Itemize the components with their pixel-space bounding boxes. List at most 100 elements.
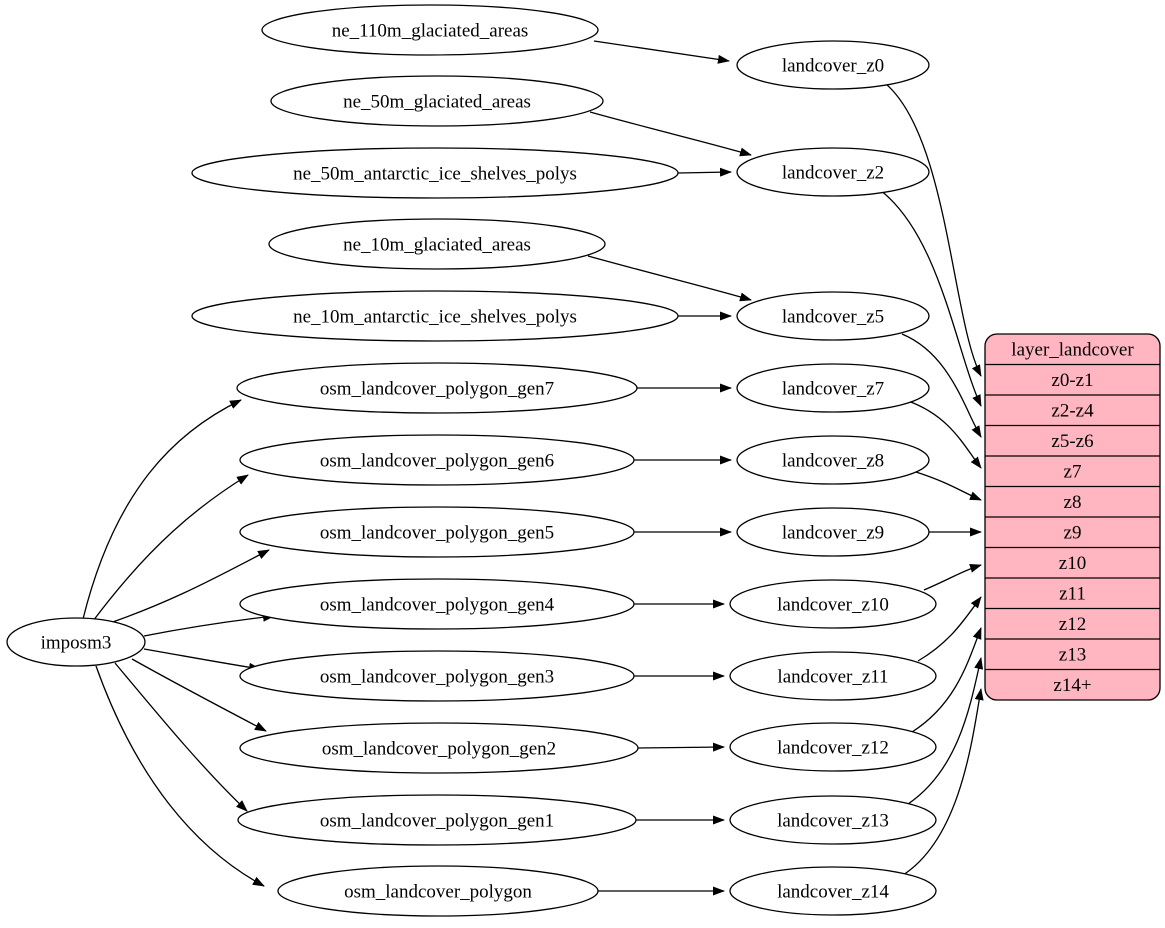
edge-landcover_z2--row-z2-z4: [879, 189, 982, 407]
node-ellipse-osm_landcover_polygon_gen2: [239, 722, 639, 774]
node-landcover_z5: landcover_z5: [736, 291, 930, 341]
node-ellipse-osm_landcover_polygon_gen7: [236, 362, 638, 414]
node-ellipse-landcover_z11: [729, 651, 937, 701]
edge-ne_110m_glaciated_areas--landcover_z0: [593, 40, 730, 64]
node-label-landcover_z13: landcover_z13: [777, 810, 889, 831]
edge-landcover_z10--row-z10: [923, 564, 982, 591]
edge-ne_50m_glaciated_areas--landcover_z2: [589, 111, 752, 157]
node-landcover_z9: landcover_z9: [736, 507, 930, 557]
record-row-z7: z7: [1064, 462, 1082, 483]
node-ellipse-osm_landcover_polygon_gen1: [237, 794, 637, 846]
edge-imposm3--osm_landcover_polygon_gen7: [82, 399, 242, 620]
record-row-z11: z11: [1059, 584, 1086, 605]
node-landcover_z2: landcover_z2: [736, 147, 930, 197]
node-label-osm_landcover_polygon_gen4: osm_landcover_polygon_gen4: [320, 594, 555, 615]
node-ne_50m_glaciated_areas: ne_50m_glaciated_areas: [270, 75, 604, 127]
node-label-landcover_z10: landcover_z10: [777, 594, 889, 615]
record-row-z0-z1: z0-z1: [1051, 370, 1093, 391]
edge-imposm3--osm_landcover_polygon_gen4: [143, 612, 275, 637]
node-ellipse-ne_10m_antarctic_ice_shelves_polys: [191, 290, 679, 342]
node-osm_landcover_polygon_gen7: osm_landcover_polygon_gen7: [236, 362, 638, 414]
node-ellipse-ne_110m_glaciated_areas: [261, 4, 599, 56]
node-ne_50m_antarctic_ice_shelves_polys: ne_50m_antarctic_ice_shelves_polys: [191, 147, 679, 199]
node-ellipse-ne_50m_glaciated_areas: [270, 75, 604, 127]
node-osm_landcover_polygon_gen5: osm_landcover_polygon_gen5: [239, 506, 635, 558]
edge-landcover_z8--row-z8: [915, 471, 982, 501]
record-title: layer_landcover: [1011, 340, 1134, 361]
record-row-z2-z4: z2-z4: [1051, 401, 1094, 422]
edge-imposm3--osm_landcover_polygon_gen3: [143, 648, 261, 672]
node-label-landcover_z2: landcover_z2: [782, 162, 884, 183]
node-ellipse-landcover_z12: [729, 722, 937, 772]
node-landcover_z8: landcover_z8: [736, 435, 930, 485]
edge-imposm3--osm_landcover_polygon_gen1: [114, 662, 248, 812]
node-label-ne_50m_antarctic_ice_shelves_polys: ne_50m_antarctic_ice_shelves_polys: [293, 163, 577, 184]
node-label-landcover_z12: landcover_z12: [777, 737, 889, 758]
edge-landcover_z14--row-z14+: [902, 688, 984, 876]
node-label-osm_landcover_polygon_gen6: osm_landcover_polygon_gen6: [320, 450, 554, 471]
node-osm_landcover_polygon: osm_landcover_polygon: [277, 865, 599, 917]
edge-osm_landcover_polygon_gen2--landcover_z12: [637, 742, 725, 752]
node-label-ne_110m_glaciated_areas: ne_110m_glaciated_areas: [332, 20, 529, 41]
node-ellipse-landcover_z5: [736, 291, 930, 341]
node-ellipse-imposm3: [6, 617, 146, 667]
node-landcover_z13: landcover_z13: [729, 795, 937, 845]
record-row-z8: z8: [1064, 492, 1082, 513]
node-label-landcover_z9: landcover_z9: [782, 522, 884, 543]
edge-imposm3--osm_landcover_polygon: [95, 665, 265, 887]
node-label-osm_landcover_polygon_gen5: osm_landcover_polygon_gen5: [320, 522, 554, 543]
node-landcover_z0: landcover_z0: [736, 40, 930, 90]
record-row-z5-z6: z5-z6: [1051, 431, 1093, 452]
edge-landcover_z5--row-z5-z6: [901, 333, 982, 438]
edge-ne_10m_glaciated_areas--landcover_z5: [587, 255, 752, 302]
node-label-landcover_z5: landcover_z5: [782, 306, 884, 327]
edge-landcover_z0--row-z0-z1: [885, 83, 982, 377]
node-ellipse-landcover_z10: [729, 579, 937, 629]
record-row-z14+: z14+: [1053, 675, 1091, 696]
node-ellipse-osm_landcover_polygon_gen5: [239, 506, 635, 558]
edge-landcover_z7--row-z7: [907, 400, 982, 469]
node-landcover_z7: landcover_z7: [736, 363, 930, 413]
node-label-landcover_z14: landcover_z14: [777, 881, 889, 902]
node-label-osm_landcover_polygon_gen7: osm_landcover_polygon_gen7: [320, 378, 554, 399]
node-label-ne_10m_antarctic_ice_shelves_polys: ne_10m_antarctic_ice_shelves_polys: [293, 306, 577, 327]
node-ellipse-landcover_z9: [736, 507, 930, 557]
node-landcover_z14: landcover_z14: [729, 866, 937, 916]
node-label-osm_landcover_polygon_gen3: osm_landcover_polygon_gen3: [320, 666, 554, 687]
record-row-z9: z9: [1064, 523, 1082, 544]
node-landcover_z11: landcover_z11: [729, 651, 937, 701]
node-ellipse-landcover_z7: [736, 363, 930, 413]
node-ne_10m_glaciated_areas: ne_10m_glaciated_areas: [268, 218, 606, 270]
node-label-landcover_z11: landcover_z11: [777, 666, 888, 687]
node-ellipse-ne_50m_antarctic_ice_shelves_polys: [191, 147, 679, 199]
node-landcover_z10: landcover_z10: [729, 579, 937, 629]
node-ne_110m_glaciated_areas: ne_110m_glaciated_areas: [261, 4, 599, 56]
node-ellipse-osm_landcover_polygon_gen4: [239, 578, 635, 630]
node-label-osm_landcover_polygon_gen2: osm_landcover_polygon_gen2: [322, 738, 556, 759]
node-landcover_z12: landcover_z12: [729, 722, 937, 772]
edge-landcover_z12--row-z12: [911, 627, 982, 733]
edge-landcover_z13--row-z13: [907, 657, 984, 805]
node-osm_landcover_polygon_gen3: osm_landcover_polygon_gen3: [239, 650, 635, 702]
record-node-layer_landcover: layer_landcoverz0-z1z2-z4z5-z6z7z8z9z10z…: [984, 333, 1161, 701]
node-ne_10m_antarctic_ice_shelves_polys: ne_10m_antarctic_ice_shelves_polys: [191, 290, 679, 342]
record-row-z12: z12: [1059, 614, 1086, 635]
node-ellipse-osm_landcover_polygon: [277, 865, 599, 917]
node-label-landcover_z8: landcover_z8: [782, 450, 884, 471]
node-osm_landcover_polygon_gen6: osm_landcover_polygon_gen6: [239, 434, 635, 486]
node-ellipse-landcover_z14: [729, 866, 937, 916]
record-row-z13: z13: [1059, 645, 1086, 666]
node-ellipse-landcover_z13: [729, 795, 937, 845]
node-label-ne_50m_glaciated_areas: ne_50m_glaciated_areas: [343, 91, 531, 112]
node-label-landcover_z7: landcover_z7: [782, 378, 884, 399]
node-label-ne_10m_glaciated_areas: ne_10m_glaciated_areas: [343, 234, 531, 255]
node-ellipse-osm_landcover_polygon_gen6: [239, 434, 635, 486]
node-osm_landcover_polygon_gen2: osm_landcover_polygon_gen2: [239, 722, 639, 774]
node-label-imposm3: imposm3: [41, 632, 112, 653]
node-label-osm_landcover_polygon: osm_landcover_polygon: [344, 881, 532, 902]
node-ellipse-osm_landcover_polygon_gen3: [239, 650, 635, 702]
node-imposm3: imposm3: [6, 617, 146, 667]
node-ellipse-landcover_z0: [736, 40, 930, 90]
